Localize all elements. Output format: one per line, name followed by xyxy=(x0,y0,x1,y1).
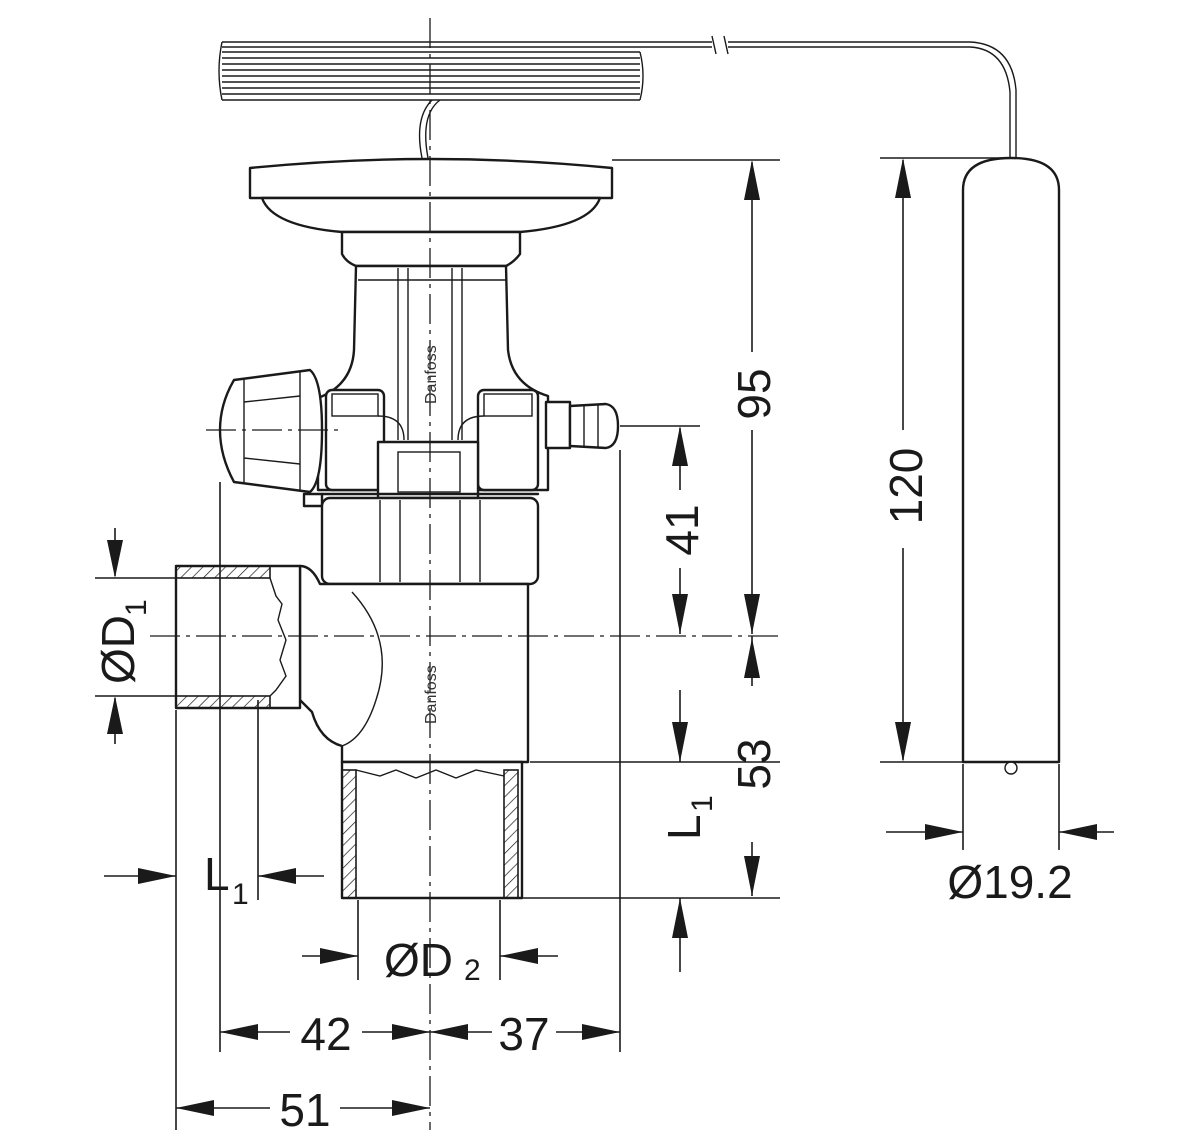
dim-D2-sub: 2 xyxy=(464,954,481,987)
dim-120: 120 xyxy=(880,158,932,762)
outlet-connection xyxy=(340,760,524,900)
dim-L1-vertical: L 1 xyxy=(658,690,719,972)
dim-D1-sub: 1 xyxy=(120,599,153,616)
dim-L1-horizontal-label: L xyxy=(204,848,230,900)
dim-D2: ØD 2 xyxy=(302,934,558,987)
right-bracket xyxy=(457,388,540,492)
valve-diaphragm-head xyxy=(248,157,614,268)
dim-D1: ØD 1 xyxy=(92,528,153,744)
dim-51-label: 51 xyxy=(279,1084,330,1136)
left-bracket xyxy=(324,388,405,492)
stem-block-inner xyxy=(397,451,461,493)
dim-D2-label: ØD xyxy=(384,934,453,986)
dim-42-label: 42 xyxy=(300,1008,351,1060)
dim-53: 53 xyxy=(728,636,780,896)
dim-L1-horizontal: L 1 xyxy=(104,848,324,911)
dim-95: 95 xyxy=(728,160,780,634)
dim-L1-vertical-label: L xyxy=(658,814,710,840)
dim-51: 51 xyxy=(176,1084,430,1136)
upper-brand-mark: Danfoss xyxy=(423,345,440,404)
valve-lower-body xyxy=(298,564,530,764)
inlet-connection xyxy=(174,564,302,710)
dim-bulb-diameter-label: Ø19.2 xyxy=(947,856,1072,908)
equalizer-fitting xyxy=(544,400,620,450)
dim-bulb-diameter: Ø19.2 xyxy=(886,824,1114,908)
lower-hex-nut xyxy=(302,492,540,586)
dim-L1-horizontal-sub: 1 xyxy=(232,878,249,911)
lower-brand-mark: Danfoss xyxy=(423,665,440,724)
dim-41-label: 41 xyxy=(656,504,708,555)
dim-D1-label: ØD xyxy=(92,615,144,684)
extension-lines xyxy=(95,157,1060,1130)
capillary-tube-coil xyxy=(218,35,1017,160)
dim-95-label: 95 xyxy=(728,368,780,419)
dim-37-label: 37 xyxy=(498,1008,549,1060)
dim-42-37: 42 37 xyxy=(220,1008,620,1060)
sensor-bulb xyxy=(961,156,1061,775)
dim-53-label: 53 xyxy=(728,738,780,789)
dim-41: 41 xyxy=(656,426,708,634)
dim-120-label: 120 xyxy=(880,448,932,525)
inlet-flare-nut xyxy=(218,368,324,494)
dim-L1-vertical-sub: 1 xyxy=(686,795,719,812)
